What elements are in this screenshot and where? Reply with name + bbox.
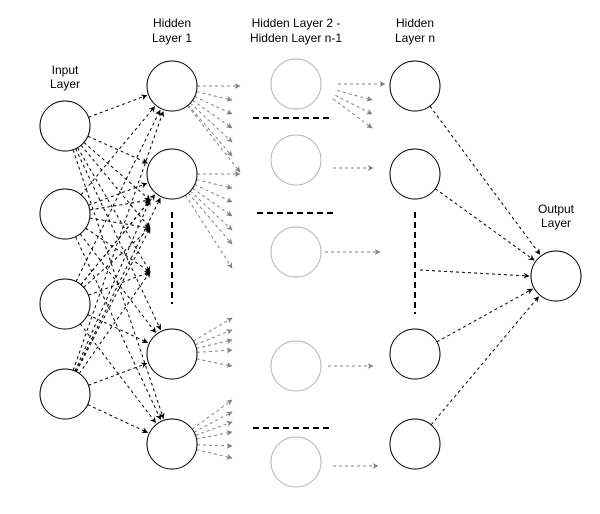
hidden-mid-node	[270, 436, 322, 488]
arrow-hidden1-fan	[191, 399, 233, 430]
arrow-hidden1-fan	[332, 98, 373, 129]
hidden-mid-node	[270, 58, 322, 110]
label-hiddenN-line-2: Layer n	[395, 31, 435, 45]
arrow-hidden1-fan	[187, 105, 241, 173]
arrow-input-to-gap	[83, 227, 151, 288]
hidden1-node	[146, 418, 198, 470]
hiddenN-node	[389, 418, 441, 470]
arrow-hiddenN-to-output	[434, 188, 535, 261]
arrow-hiddenN-to-output	[430, 296, 540, 426]
arrow-input-to-hidden1	[87, 404, 149, 434]
input-node	[39, 368, 91, 420]
input-node	[39, 188, 91, 240]
neuron-nodes	[39, 58, 582, 488]
arrow-hidden1-fan	[185, 194, 233, 269]
label-hidden-middle-layers: Hidden Layer 2 - Hidden Layer n-1	[250, 16, 342, 45]
arrow-input-to-hidden1	[75, 109, 161, 282]
layer-gap-dashes	[171, 117, 416, 429]
hiddenN-node	[389, 60, 441, 112]
label-hidden1-line-1: Hidden	[153, 16, 191, 30]
arrow-input-to-hidden1	[88, 182, 148, 206]
arrow-hidden1-fan	[196, 442, 233, 449]
arrow-hidden1-fan	[335, 94, 373, 115]
arrow-hidden1-fan	[193, 411, 233, 433]
output-node	[530, 250, 582, 302]
arrow-hidden1-fan	[196, 430, 233, 440]
arrow-hiddenN-to-output	[429, 105, 541, 255]
arrow-hidden1-fan	[336, 90, 373, 102]
arrow-hidden1-fan	[196, 449, 233, 460]
label-hidden-mid-line-2: Hidden Layer n-1	[250, 31, 342, 45]
arrow-hidden1-fan	[192, 187, 233, 217]
arrow-hidden1-fan	[187, 104, 233, 157]
arrow-input-to-hidden1	[87, 314, 149, 344]
arrow-hidden1-fan	[196, 338, 233, 349]
arrow-hidden1-fan	[196, 347, 233, 354]
arrow-input-to-hidden1	[79, 233, 157, 334]
arrow-hiddenN-gap-to-output	[419, 269, 530, 279]
arrow-hidden1-fan	[187, 192, 233, 245]
input-node	[39, 100, 91, 152]
arrow-input-to-gap	[85, 227, 151, 273]
arrow-input-to-gap	[78, 271, 151, 374]
arrow-input-to-hidden1	[75, 236, 162, 421]
label-hidden1-line-2: Layer 1	[152, 31, 192, 45]
arrow-input-to-hidden1	[79, 323, 157, 424]
arrow-hidden1-fan	[196, 179, 233, 190]
hidden1-node	[146, 148, 198, 200]
arrow-input-to-hidden1	[80, 106, 156, 196]
arrow-hidden1-fan	[192, 99, 233, 129]
arrow-input-to-gap	[88, 271, 151, 296]
label-input-line-1: Input	[52, 63, 79, 77]
arrow-input-to-gap	[75, 227, 151, 372]
arrow-hidden1-fan	[194, 184, 233, 203]
hiddenN-node	[389, 148, 441, 200]
arrow-hidden1-fan	[194, 96, 233, 115]
label-input-line-2: Layer	[50, 77, 80, 91]
arrow-input-to-hidden1	[88, 362, 148, 386]
arrow-input-to-hidden1	[88, 94, 148, 118]
input-node	[39, 278, 91, 330]
hiddenN-node	[389, 328, 441, 380]
hidden-mid-node	[270, 340, 322, 392]
connection-arrows	[72, 81, 541, 469]
arrow-input-to-gap	[89, 197, 151, 211]
arrow-input-to-gap	[89, 217, 151, 231]
label-output-line-2: Layer	[541, 216, 571, 230]
arrow-input-to-hidden1	[87, 135, 148, 164]
arrow-hidden1-fan	[196, 91, 233, 102]
arrow-input-to-gap	[83, 142, 151, 201]
arrow-hidden1-fan	[189, 190, 233, 231]
arrow-input-to-gap	[74, 199, 151, 372]
hidden1-node	[146, 60, 198, 112]
arrow-input-to-hidden1	[72, 149, 165, 419]
arrow-input-to-hidden1	[72, 110, 165, 371]
label-output-line-1: Output	[538, 202, 575, 216]
label-hiddenN-line-1: Hidden	[396, 16, 434, 30]
label-hidden-mid-line-1: Hidden Layer 2 -	[252, 16, 341, 30]
label-hidden-layer-1: Hidden Layer 1	[152, 16, 192, 45]
label-output-layer: Output Layer	[538, 202, 575, 230]
label-input-layer: Input Layer	[50, 63, 80, 91]
label-hidden-layer-n: Hidden Layer n	[395, 16, 435, 45]
arrow-hidden1-fan	[196, 358, 233, 368]
arrow-hidden1-fan	[195, 421, 233, 436]
arrow-hiddenN-to-output	[436, 288, 533, 343]
hidden-mid-node	[270, 226, 322, 278]
arrow-hidden1-fan	[195, 329, 233, 346]
arrow-input-to-hidden1	[75, 197, 161, 372]
hidden-mid-node	[270, 134, 322, 186]
arrow-input-to-gap	[80, 199, 151, 285]
hidden1-node	[146, 328, 198, 380]
arrow-hidden1-fan	[193, 317, 233, 342]
